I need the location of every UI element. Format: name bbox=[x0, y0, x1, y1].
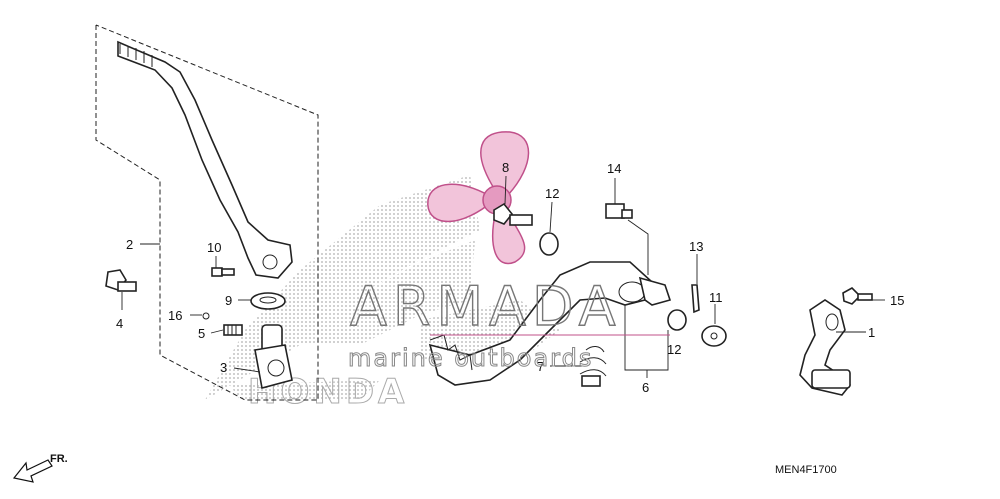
callout-9: 9 bbox=[225, 293, 232, 308]
spring-5 bbox=[223, 324, 243, 336]
gear-shift-pedal bbox=[799, 299, 852, 396]
return-spring-7 bbox=[579, 346, 607, 387]
callout-labels: 1 2 3 4 5 6 7 8 9 10 11 12 12 13 14 15 1… bbox=[116, 160, 904, 395]
brake-pedal bbox=[428, 261, 672, 386]
watermark-brand: ARMADA bbox=[350, 275, 622, 338]
cotter-pin-13 bbox=[691, 284, 700, 314]
leader-lines bbox=[121, 175, 885, 378]
callout-10: 10 bbox=[207, 240, 221, 255]
washer-11 bbox=[701, 325, 727, 347]
callout-12-lower: 12 bbox=[667, 342, 681, 357]
diagram-code: MEN4F1700 bbox=[775, 464, 837, 476]
seal-9 bbox=[250, 292, 286, 310]
watermark-tagline: marine outboards bbox=[348, 344, 593, 372]
clip-16 bbox=[202, 312, 210, 320]
callout-16: 16 bbox=[168, 308, 182, 323]
callout-14: 14 bbox=[607, 161, 621, 176]
armada-watermark: ARMADA marine outboards bbox=[348, 274, 670, 373]
front-arrow-icon: FR. bbox=[12, 453, 68, 483]
front-label: FR. bbox=[50, 453, 68, 465]
kick-pivot-3 bbox=[254, 324, 293, 389]
callout-11: 11 bbox=[709, 290, 723, 305]
callout-1: 1 bbox=[868, 325, 875, 340]
callout-2: 2 bbox=[126, 237, 133, 252]
bolt-4 bbox=[105, 269, 137, 292]
group-boundary-dashed bbox=[95, 24, 319, 401]
callout-3: 3 bbox=[220, 360, 227, 375]
callout-6: 6 bbox=[642, 380, 649, 395]
callout-13: 13 bbox=[689, 239, 703, 254]
callout-5: 5 bbox=[198, 326, 205, 341]
bolt-14 bbox=[605, 203, 633, 219]
washer-12-lower bbox=[667, 309, 687, 331]
callout-7: 7 bbox=[537, 359, 544, 374]
callout-12-upper: 12 bbox=[545, 186, 559, 201]
kick-lever-arm bbox=[117, 40, 293, 279]
bolt-15 bbox=[842, 287, 873, 305]
washer-12-upper bbox=[539, 232, 559, 256]
callout-8: 8 bbox=[502, 160, 509, 175]
callout-15: 15 bbox=[890, 293, 904, 308]
callout-4: 4 bbox=[116, 316, 123, 331]
bolt-10 bbox=[211, 267, 235, 277]
pivot-bolt-8 bbox=[493, 202, 533, 226]
